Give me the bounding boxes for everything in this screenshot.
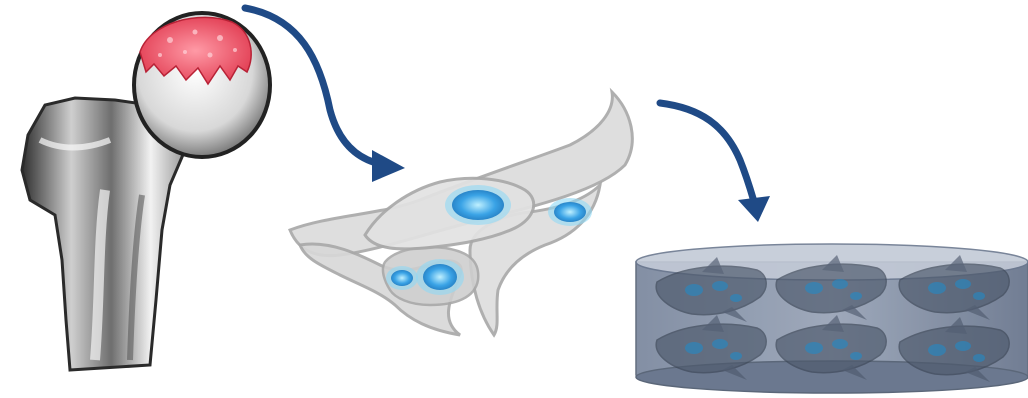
nucleus (712, 339, 728, 349)
nucleus (928, 344, 946, 356)
nucleus (973, 354, 985, 362)
nucleus (832, 279, 848, 289)
arrow-cells-to-scaffold (660, 103, 755, 205)
nucleus (955, 341, 971, 351)
nucleus (712, 281, 728, 291)
cell-scaffold-disc-icon (636, 244, 1028, 393)
nucleus (386, 266, 418, 290)
cells-icon (290, 92, 632, 335)
arrow-head-icon (372, 150, 405, 182)
nucleus (805, 282, 823, 294)
nucleus (685, 284, 703, 296)
nucleus (730, 352, 742, 360)
nucleus (685, 342, 703, 354)
arrow-head-icon (738, 196, 770, 222)
nucleus (445, 185, 511, 225)
nucleus (850, 292, 862, 300)
nucleus (955, 279, 971, 289)
nucleus (928, 282, 946, 294)
nucleus (416, 259, 464, 295)
nucleus (805, 342, 823, 354)
nucleus (850, 352, 862, 360)
femur-bone-icon (22, 13, 270, 370)
nucleus (832, 339, 848, 349)
nucleus (973, 292, 985, 300)
nucleus (730, 294, 742, 302)
nucleus (548, 198, 592, 226)
